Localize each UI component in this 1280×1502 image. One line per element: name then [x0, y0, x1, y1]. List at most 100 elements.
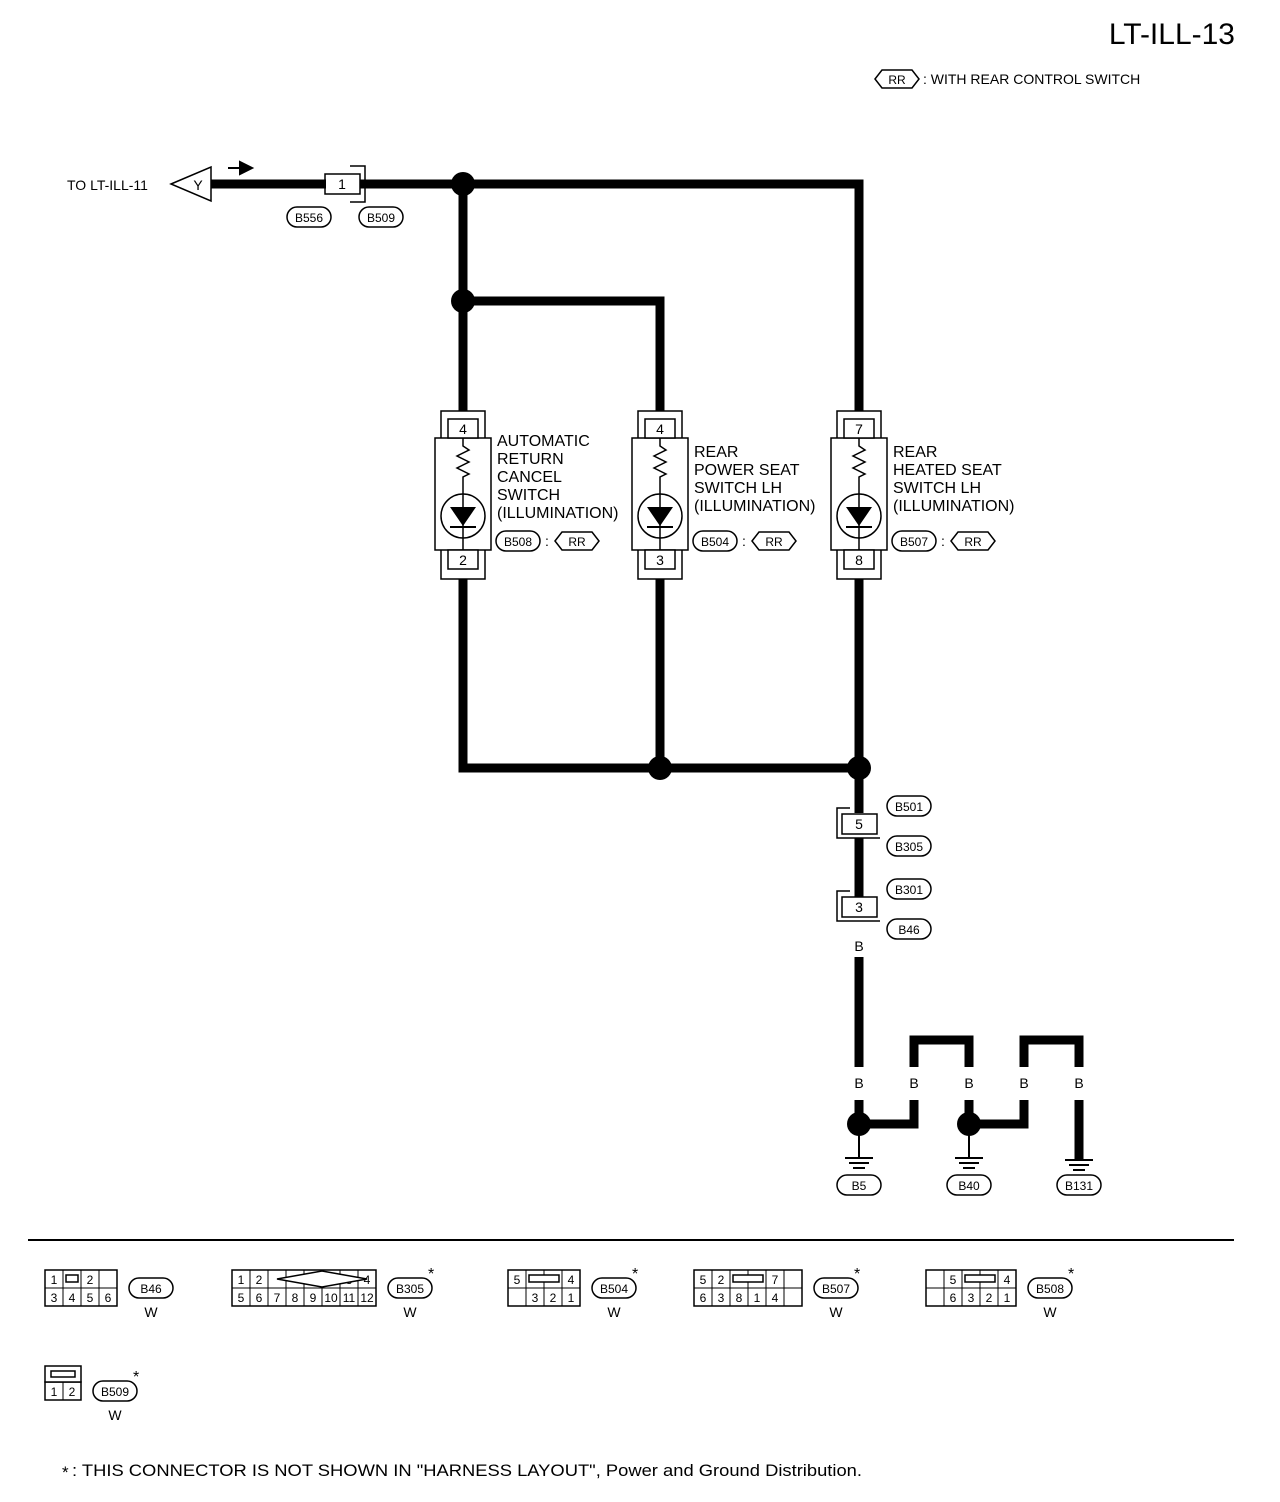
component-label-line: REAR — [893, 444, 937, 461]
lock-tab-icon — [964, 1274, 996, 1283]
pin-label: 1 — [51, 1273, 58, 1287]
splice-dot — [648, 756, 672, 780]
pin-number-bottom: 2 — [459, 552, 467, 568]
pin-number-bottom: 8 — [855, 552, 863, 568]
wire-color-label: B — [964, 1075, 973, 1091]
component-label-line: REAR — [694, 444, 738, 461]
ground-tag-frame — [836, 1174, 882, 1196]
connector-color: W — [1043, 1304, 1057, 1320]
connector-bracket — [440, 410, 486, 438]
connector-tag: B305 — [396, 1282, 424, 1296]
resistor-icon — [851, 438, 867, 494]
pin-cell — [997, 1287, 1017, 1307]
not-shown-star: * — [632, 1266, 638, 1283]
connector-color: W — [403, 1304, 417, 1320]
pin-label: 10 — [324, 1291, 338, 1305]
legend: RR : WITH REAR CONTROL SWITCH — [874, 69, 1140, 89]
joint-pin-box — [841, 896, 878, 918]
pin-label: 7 — [772, 1273, 779, 1287]
wire-ground-b40 — [969, 1035, 1084, 1160]
pin-cell — [561, 1287, 581, 1307]
connector-tag: B508 — [1036, 1282, 1064, 1296]
pin-label: 5 — [950, 1273, 957, 1287]
resistor-icon — [455, 438, 471, 494]
wire-color-codes: B B B B B B — [854, 938, 1083, 1091]
input-harness: TO LT-ILL-11 Y 1 B556 B509 — [67, 160, 404, 228]
pin-label: 5 — [238, 1291, 245, 1305]
connector-bracket — [440, 550, 486, 580]
tag-separator: : — [941, 533, 945, 549]
connector-tag: B504 — [600, 1282, 628, 1296]
pin-label: 4 — [364, 1273, 371, 1287]
connector-tag: B501 — [895, 800, 923, 814]
pin-label: 11 — [343, 1291, 356, 1305]
connector-tag-frame — [495, 530, 541, 552]
pin-label: 6 — [700, 1291, 707, 1305]
wire-branch-to-power-seat-switch — [463, 296, 665, 411]
wire-color-label: B — [909, 1075, 918, 1091]
pin-number-bottom: 3 — [656, 552, 664, 568]
not-shown-star: * — [854, 1266, 860, 1283]
splice-dot — [451, 289, 475, 313]
wire-main-input — [211, 179, 864, 411]
connector-bracket — [836, 410, 882, 438]
option-tag: RR — [964, 535, 982, 549]
connector-face-view: 123456789101112B305W* — [231, 1266, 434, 1320]
tag-separator: : — [545, 533, 549, 549]
pin-label: 2 — [256, 1273, 263, 1287]
lock-tab-icon — [528, 1274, 560, 1283]
connector-tag-frame — [692, 530, 738, 552]
component-label-line: SWITCH — [497, 487, 560, 504]
connector-tag-frame — [128, 1277, 174, 1299]
footnote-star: * — [62, 1463, 69, 1482]
joint-bracket — [836, 807, 880, 839]
pin-label: 8 — [292, 1291, 299, 1305]
component-label-line: POWER SEAT — [694, 462, 800, 479]
ground-tag: B131 — [1065, 1179, 1093, 1193]
splice-dot — [847, 756, 871, 780]
pin-label: 1 — [238, 1273, 245, 1287]
connector-tag-frame — [886, 835, 932, 857]
wire-color-label: B — [854, 938, 863, 954]
component-label-line: (ILLUMINATION) — [893, 498, 1014, 515]
input-destination: TO LT-ILL-11 — [67, 177, 148, 193]
connector-bracket — [637, 410, 683, 438]
legend-text: : WITH REAR CONTROL SWITCH — [923, 71, 1140, 87]
pin-label: 2 — [718, 1273, 725, 1287]
connector-tag-frame — [387, 1277, 433, 1299]
pin-label: 2 — [550, 1291, 557, 1305]
connector-tag-frame — [886, 878, 932, 900]
direction-arrow — [228, 160, 255, 176]
pin-label: 6 — [950, 1291, 957, 1305]
pin-label: 4 — [1004, 1273, 1011, 1287]
connector-tag: B507 — [822, 1282, 850, 1296]
lock-tab-icon — [50, 1370, 76, 1378]
pin-label: 4 — [568, 1273, 575, 1287]
connector-tag-frame — [1027, 1277, 1073, 1299]
ground-symbol — [845, 1124, 873, 1169]
lock-diamond-icon — [276, 1270, 368, 1288]
option-tag: RR — [765, 535, 783, 549]
option-tag: RR — [568, 535, 586, 549]
component-label-line: AUTOMATIC — [497, 433, 590, 450]
harness-terminal-triangle — [169, 165, 212, 203]
pin-cell — [357, 1287, 377, 1307]
connector-tag: B507 — [900, 535, 928, 549]
ground-tag: B5 — [852, 1179, 867, 1193]
pin-label: 1 — [754, 1291, 761, 1305]
pin-label: 5 — [700, 1273, 707, 1287]
connector-tag-frame — [286, 206, 332, 228]
option-tag-frame — [950, 531, 996, 551]
pin-label: 7 — [274, 1291, 281, 1305]
wire-color-label: B — [854, 1075, 863, 1091]
connector-bracket — [637, 550, 683, 580]
pin-label: 3 — [532, 1291, 539, 1305]
splices — [451, 172, 981, 1136]
connector-tag-frame — [591, 1277, 637, 1299]
connector-tag-frame — [886, 795, 932, 817]
pin-number-top: 4 — [656, 421, 664, 437]
